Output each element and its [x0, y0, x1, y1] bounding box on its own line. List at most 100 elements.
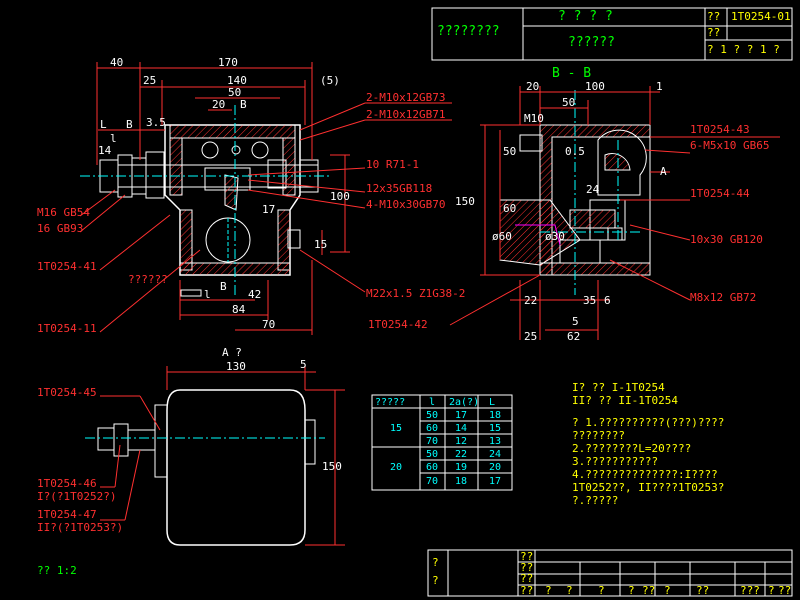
table-cell: 20 — [489, 462, 501, 473]
bottom-small-label: ?? — [520, 584, 533, 597]
label-m8x12: M8x12 GB72 — [690, 291, 756, 304]
table-header-1: l — [429, 397, 435, 408]
dim-14: 14 — [98, 144, 112, 157]
label-1t0254-47: 1T0254-47 — [37, 508, 97, 521]
table-cell: 17 — [455, 410, 467, 421]
sec-dim-20: 20 — [526, 80, 539, 93]
note-line: ???????? — [572, 429, 625, 442]
table-cell: 24 — [489, 449, 501, 460]
dim-17: 17 — [262, 203, 275, 216]
footer-cell: ? — [566, 584, 573, 597]
table-cell: 50 — [426, 449, 438, 460]
title-block — [431, 7, 793, 61]
title-code: 1T0254-01 — [731, 10, 791, 23]
note-line: ?.????? — [572, 494, 618, 507]
table-header-0: ????? — [375, 397, 405, 408]
dim-15: 15 — [314, 238, 327, 251]
footer-cell: ? — [545, 584, 552, 597]
label-1t0254-43: 1T0254-43 — [690, 123, 750, 136]
bottom-left-mark: ? — [432, 574, 439, 587]
front-view — [80, 105, 330, 297]
sec-dim-6: 6 — [604, 294, 611, 307]
sec-dim-phi30: ø30 — [545, 230, 565, 243]
label-m22: M22x1.5 Z1G38-2 — [366, 287, 465, 300]
note-line: 3.??????????? — [572, 455, 658, 468]
note-line: 1T0252??, II????1T0253? — [572, 481, 724, 494]
dim-L: L — [100, 118, 107, 131]
scale-label: ?? 1:2 — [37, 564, 77, 577]
label-1t0254-46: 1T0254-46 — [37, 477, 97, 490]
note-line: 4.??????????????:I???? — [572, 468, 718, 481]
table-cell: 15 — [489, 423, 501, 434]
section-title-bb: B - B — [552, 66, 591, 81]
table-cell: 17 — [489, 476, 501, 487]
dim-100: 100 — [330, 190, 350, 203]
sec-dim-m10: M10 — [524, 112, 544, 125]
front-dimensions — [79, 62, 452, 335]
notes: I? ?? I-1T0254 II? ?? II-1T0254 ? 1.????… — [572, 381, 724, 507]
table-cell: 60 — [426, 423, 438, 434]
view-a-title: A ? — [222, 346, 242, 359]
table-cell: 18 — [455, 476, 467, 487]
sec-dim-1: 1 — [656, 80, 663, 93]
bottom-small-label: ?? — [520, 561, 533, 574]
note-line: II? ?? II-1T0254 — [572, 394, 678, 407]
label-m16-gb54: M16 GB54 — [37, 206, 90, 219]
dim-l: l — [110, 132, 117, 145]
footer-cell: ? — [628, 584, 635, 597]
sec-dim-150: 150 — [455, 195, 475, 208]
dim-50: 50 — [228, 86, 241, 99]
label-qmarks: ?????? — [128, 273, 168, 286]
table-cell: 14 — [455, 423, 467, 434]
footer-cell: ??? — [740, 584, 760, 597]
table-group-key: 20 — [390, 462, 402, 473]
bottom-left-mark: ? — [432, 556, 439, 569]
sec-dim-5: 5 — [572, 315, 579, 328]
table-cell: 19 — [455, 462, 467, 473]
title-top-marks: ? ? ? ? — [558, 9, 613, 24]
view-a-dim-130: 130 — [226, 360, 246, 373]
label-1t0254-42: 1T0254-42 — [368, 318, 428, 331]
table-cell: 70 — [426, 476, 438, 487]
dim-84: 84 — [232, 303, 246, 316]
label-10r71: 10 R71-1 — [366, 158, 419, 171]
dim-170: 170 — [218, 56, 238, 69]
footer-cell: ? — [598, 584, 605, 597]
table-cell: 50 — [426, 410, 438, 421]
dim-140: 140 — [227, 74, 247, 87]
dim-25: 25 — [143, 74, 156, 87]
table-cells: 50 17 18 60 14 15 70 12 13 50 22 24 60 1… — [426, 410, 501, 487]
label-1t0254-45: 1T0254-45 — [37, 386, 97, 399]
bottom-small-label: ?? — [520, 572, 533, 585]
table-group-key: 15 — [390, 423, 402, 434]
dimension-table — [371, 394, 513, 491]
dim-40: 40 — [110, 56, 123, 69]
view-a-dim-5: 5 — [300, 358, 307, 371]
sec-dim-62: 62 — [567, 330, 580, 343]
label-10x30-gb120: 10x30 GB120 — [690, 233, 763, 246]
label-6m5x10: 6-M5x10 GB65 — [690, 139, 769, 152]
footer-cell: ?? — [696, 584, 709, 597]
label-16-gb93: 16 GB93 — [37, 222, 83, 235]
footer-cell: ? — [768, 584, 775, 597]
dim-3-5: 3.5 — [146, 116, 166, 129]
label-1t0254-47-sub: II?(?1T0253?) — [37, 521, 123, 534]
bottom-footer: ? ? ? ? ?? ? ?? ??? ? ?? — [545, 584, 791, 597]
sec-dim-50v: 50 — [503, 145, 516, 158]
title-subtitle: ?????? — [568, 35, 615, 50]
bottom-small-label: ?? — [520, 550, 533, 563]
dim-42: 42 — [248, 288, 261, 301]
dim-70: 70 — [262, 318, 275, 331]
label-1t0254-11: 1T0254-11 — [37, 322, 97, 335]
table-cell: 22 — [455, 449, 467, 460]
sec-dim-35: 35 — [583, 294, 596, 307]
label-12x35gb118: 12x35GB118 — [366, 182, 432, 195]
sec-dim-60: 60 — [503, 202, 516, 215]
section-mark-b-bottom: B — [220, 280, 227, 293]
label-1t0254-41: 1T0254-41 — [37, 260, 97, 273]
dim-5-paren: (5) — [320, 74, 340, 87]
dim-l2: l — [204, 288, 211, 301]
section-view — [499, 90, 651, 295]
label-1t0254-46-sub: I?(?1T0252?) — [37, 490, 116, 503]
